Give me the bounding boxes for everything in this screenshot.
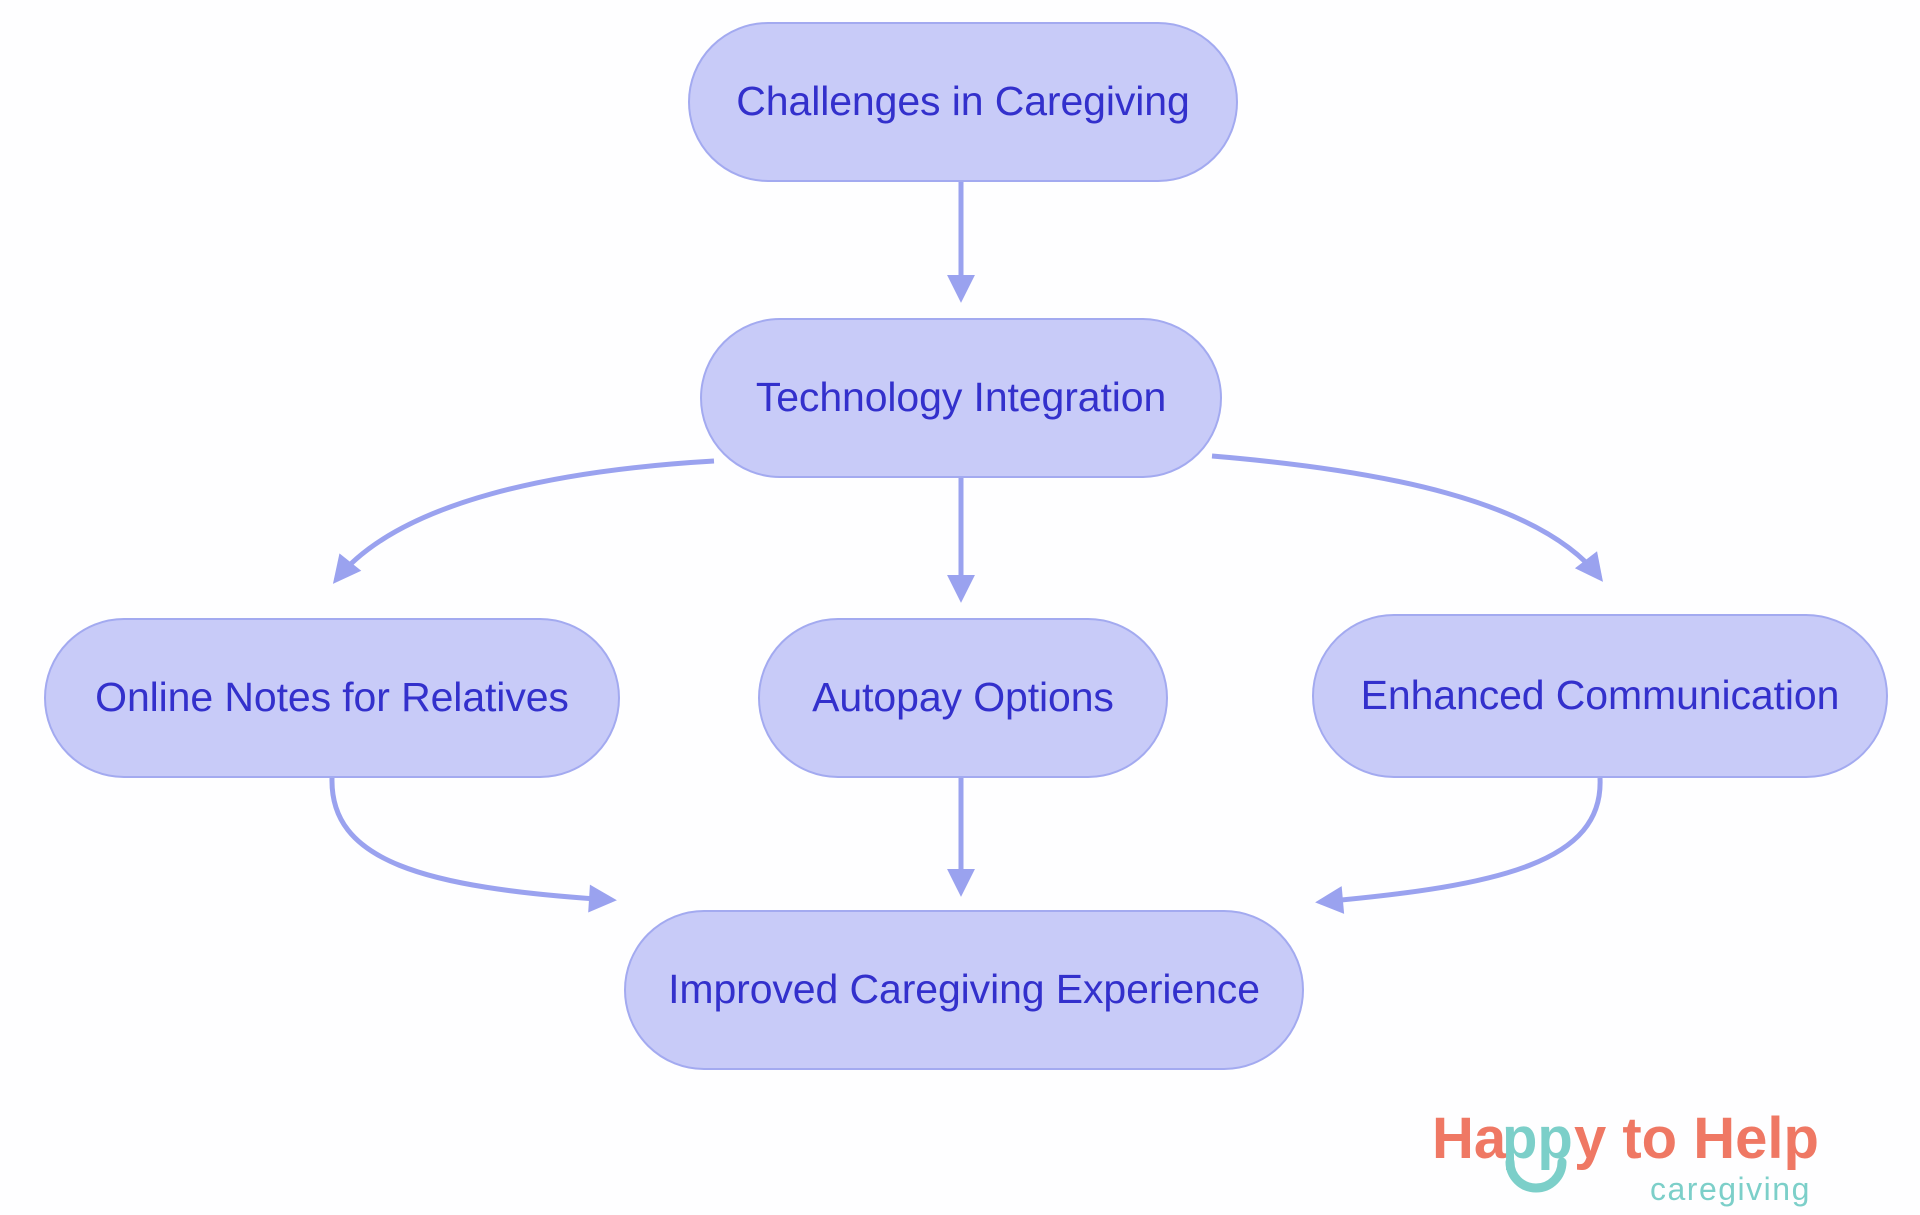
logo-tagline: caregiving	[1650, 1171, 1811, 1207]
logo-word-ha: Ha	[1432, 1110, 1507, 1171]
edge-technology-to-notes	[332, 458, 715, 584]
logo-word-pp: pp	[1502, 1110, 1573, 1171]
node-challenges-in-caregiving[interactable]: Challenges in Caregiving	[688, 22, 1238, 182]
edge-enhanced-to-improved	[1315, 777, 1603, 914]
happy-to-help-logo: Ha pp y to Help caregiving	[1432, 1110, 1900, 1210]
logo-word-y-to-help: y to Help	[1574, 1110, 1819, 1171]
node-label: Challenges in Caregiving	[736, 77, 1190, 124]
node-online-notes-for-relatives[interactable]: Online Notes for Relatives	[44, 618, 620, 778]
node-enhanced-communication[interactable]: Enhanced Communication	[1312, 614, 1888, 778]
node-autopay-options[interactable]: Autopay Options	[758, 618, 1168, 778]
node-label: Online Notes for Relatives	[95, 673, 569, 720]
node-label: Improved Caregiving Experience	[668, 965, 1260, 1012]
node-label: Autopay Options	[812, 673, 1114, 720]
node-technology-integration[interactable]: Technology Integration	[700, 318, 1222, 478]
logo-graphic: Ha pp y to Help caregiving	[1432, 1110, 1819, 1207]
node-label: Technology Integration	[755, 373, 1167, 420]
node-improved-caregiving-experience[interactable]: Improved Caregiving Experience	[624, 910, 1304, 1070]
node-label: Enhanced Communication	[1360, 671, 1840, 718]
edge-technology-to-enhanced	[1211, 453, 1603, 582]
edge-notes-to-improved	[329, 777, 617, 913]
smile-arc-icon	[1505, 1157, 1567, 1193]
